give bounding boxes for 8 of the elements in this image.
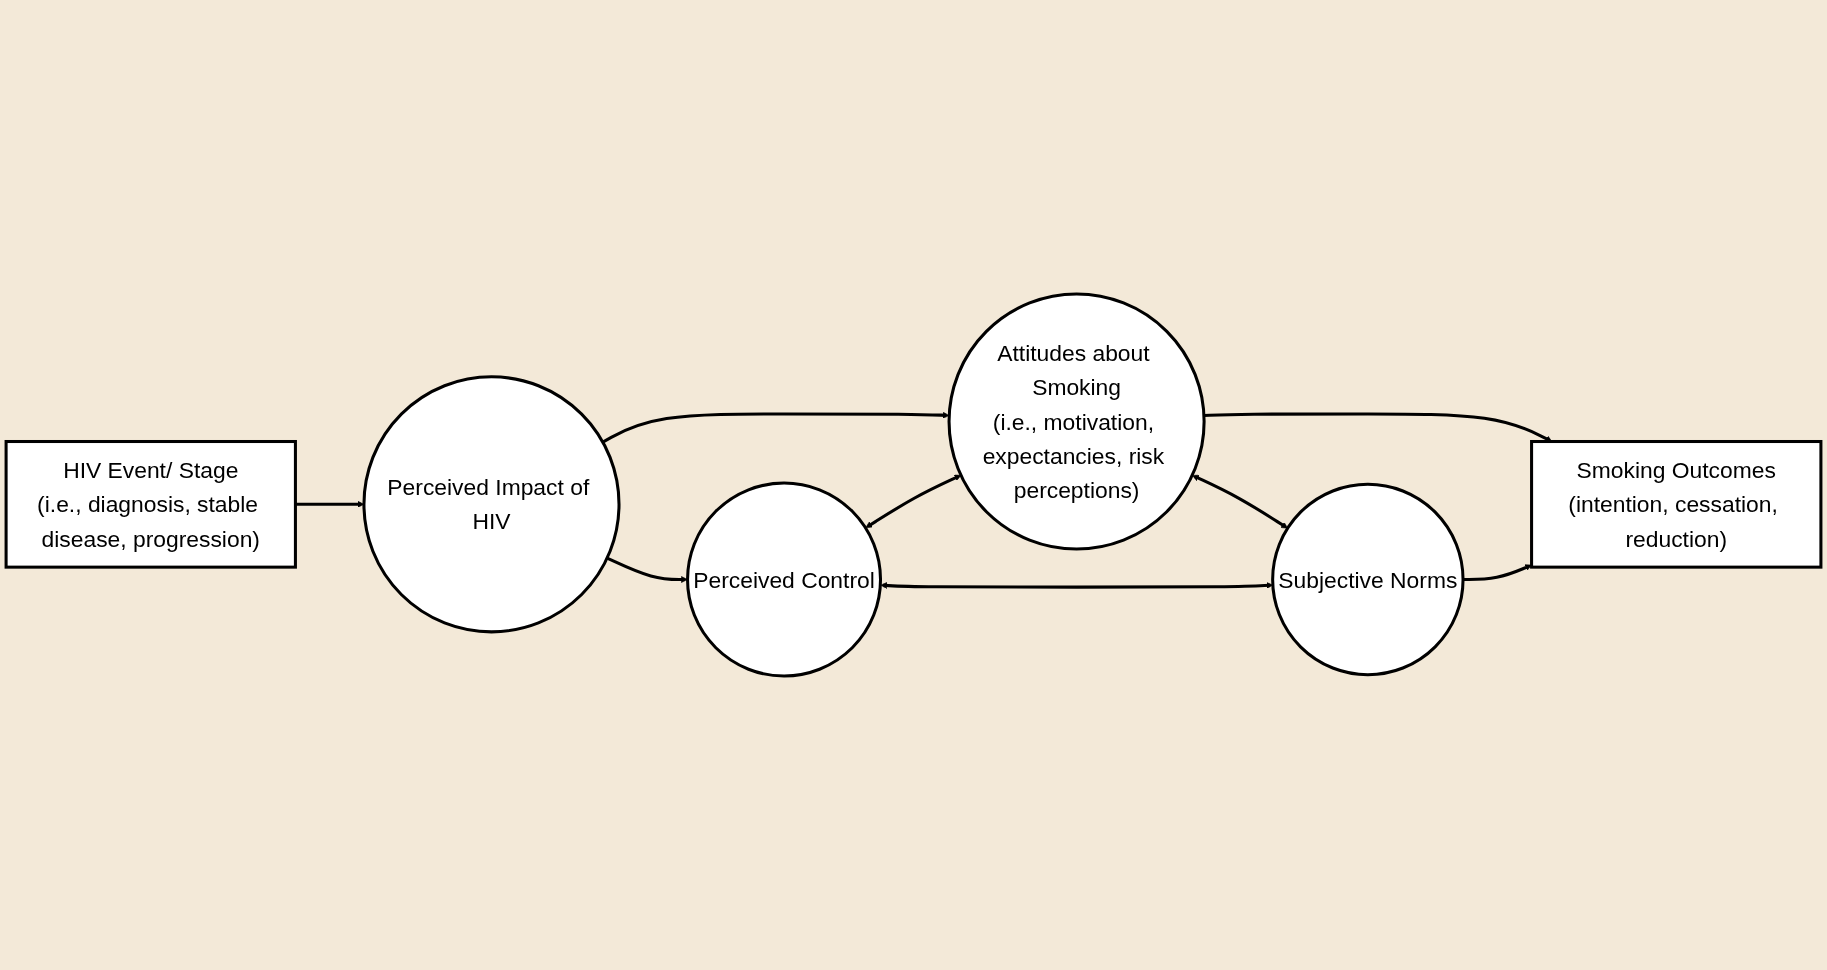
node-circle: Perceived Impact of HIV	[362, 375, 621, 634]
node-box: HIV Event/ Stage (i.e., diagnosis, stable disease, progression)	[4, 440, 297, 569]
arrow	[865, 474, 962, 529]
node-circle: Perceived Control	[686, 481, 883, 678]
node-circle: Subjective Norms	[1271, 482, 1465, 677]
node-box: Smoking Outcomes (intention, cessation, reduction)	[1530, 440, 1823, 569]
arrow	[1192, 474, 1288, 529]
node-circle: Attitudes about Smoking (i.e., motivation, expectancies, risk perceptions)	[947, 292, 1206, 551]
